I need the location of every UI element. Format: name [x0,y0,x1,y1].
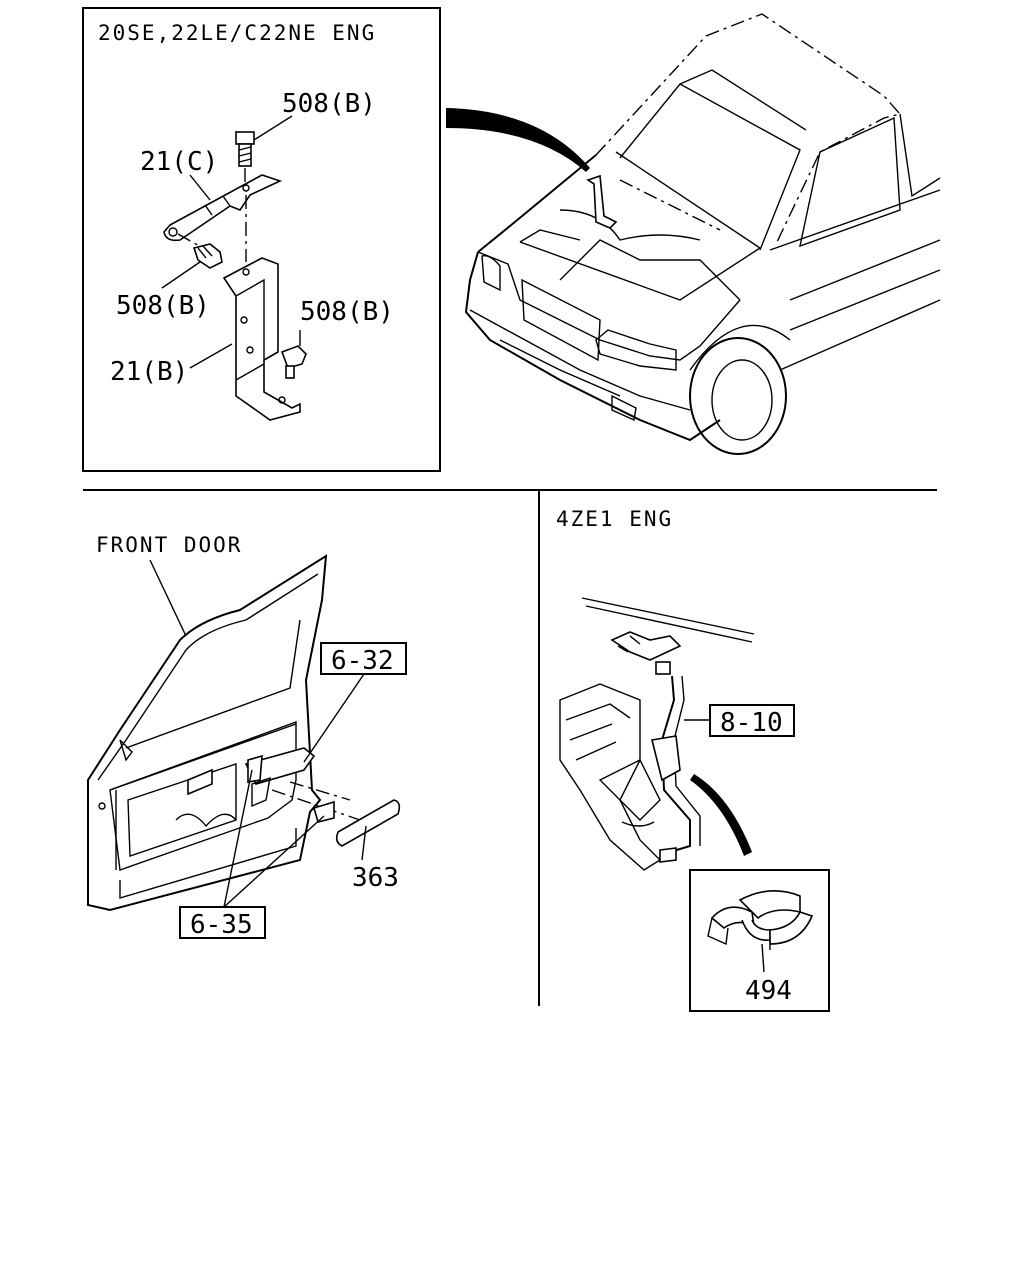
pointer-arrow-icon [446,108,590,172]
bolt-top-icon [235,131,255,167]
foam-strip-icon [335,799,401,847]
bracket-b-icon [222,257,301,421]
label-bracket-c: 21(C) [140,147,218,177]
inset-header: 20SE,22LE/C22NE ENG [98,21,376,45]
bracket-c-icon [163,174,283,242]
label-part-363: 363 [352,863,399,893]
bolt-right-icon [280,345,307,379]
label-ref-6-32: 6-32 [331,646,394,676]
inset-border [82,7,441,472]
label-bracket-b: 21(B) [110,357,188,387]
label-clip-494: 494 [745,976,792,1006]
clip-inset-border [689,869,830,1012]
front-door-panel: FRONT DOOR 6-32 6-35 363 [87,533,407,940]
label-bolt-right: 508(B) [300,297,394,327]
clip-494-icon [707,890,814,950]
truck-illustration [464,13,941,455]
label-ref-8-10: 8-10 [720,708,783,738]
front-door-header: FRONT DOOR [96,533,242,557]
pointer-arrow-clip-icon [690,774,752,856]
label-bolt-top: 508(B) [282,89,376,119]
label-ref-6-35: 6-35 [190,910,253,940]
inset-panel-engine-bracket: 20SE,22LE/C22NE ENG [82,7,441,472]
bolt-left-icon [192,243,223,269]
ref-box-6-35 [179,906,266,939]
engine-4ze1-header: 4ZE1 ENG [556,507,673,531]
label-bolt-left: 508(B) [116,291,210,321]
engine-4ze1-panel: 4ZE1 ENG 8-10 494 [556,507,830,1012]
